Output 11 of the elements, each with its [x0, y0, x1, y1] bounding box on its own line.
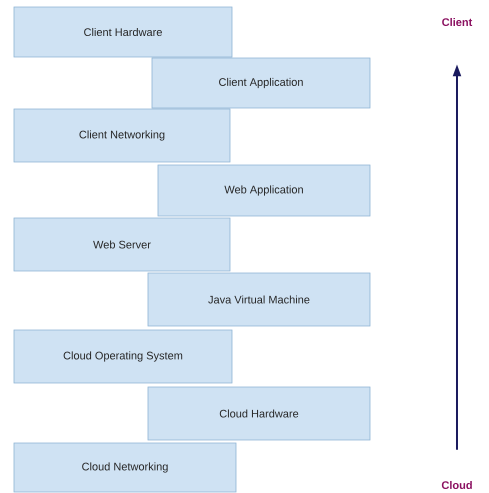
layer-box: Client Hardware	[14, 6, 232, 58]
layer-box: Cloud Hardware	[148, 386, 370, 440]
layer-box: Cloud Networking	[14, 442, 236, 492]
layer-box: Web Application	[158, 164, 370, 216]
end-label: Cloud	[442, 480, 472, 490]
layer-box: Cloud Operating System	[14, 330, 232, 384]
layer-box: Client Application	[152, 58, 370, 108]
layer-box: Java Virtual Machine	[148, 272, 370, 326]
layer-box: Client Networking	[14, 108, 230, 162]
layer-box: Web Server	[14, 218, 230, 272]
end-label: Client	[442, 18, 472, 26]
